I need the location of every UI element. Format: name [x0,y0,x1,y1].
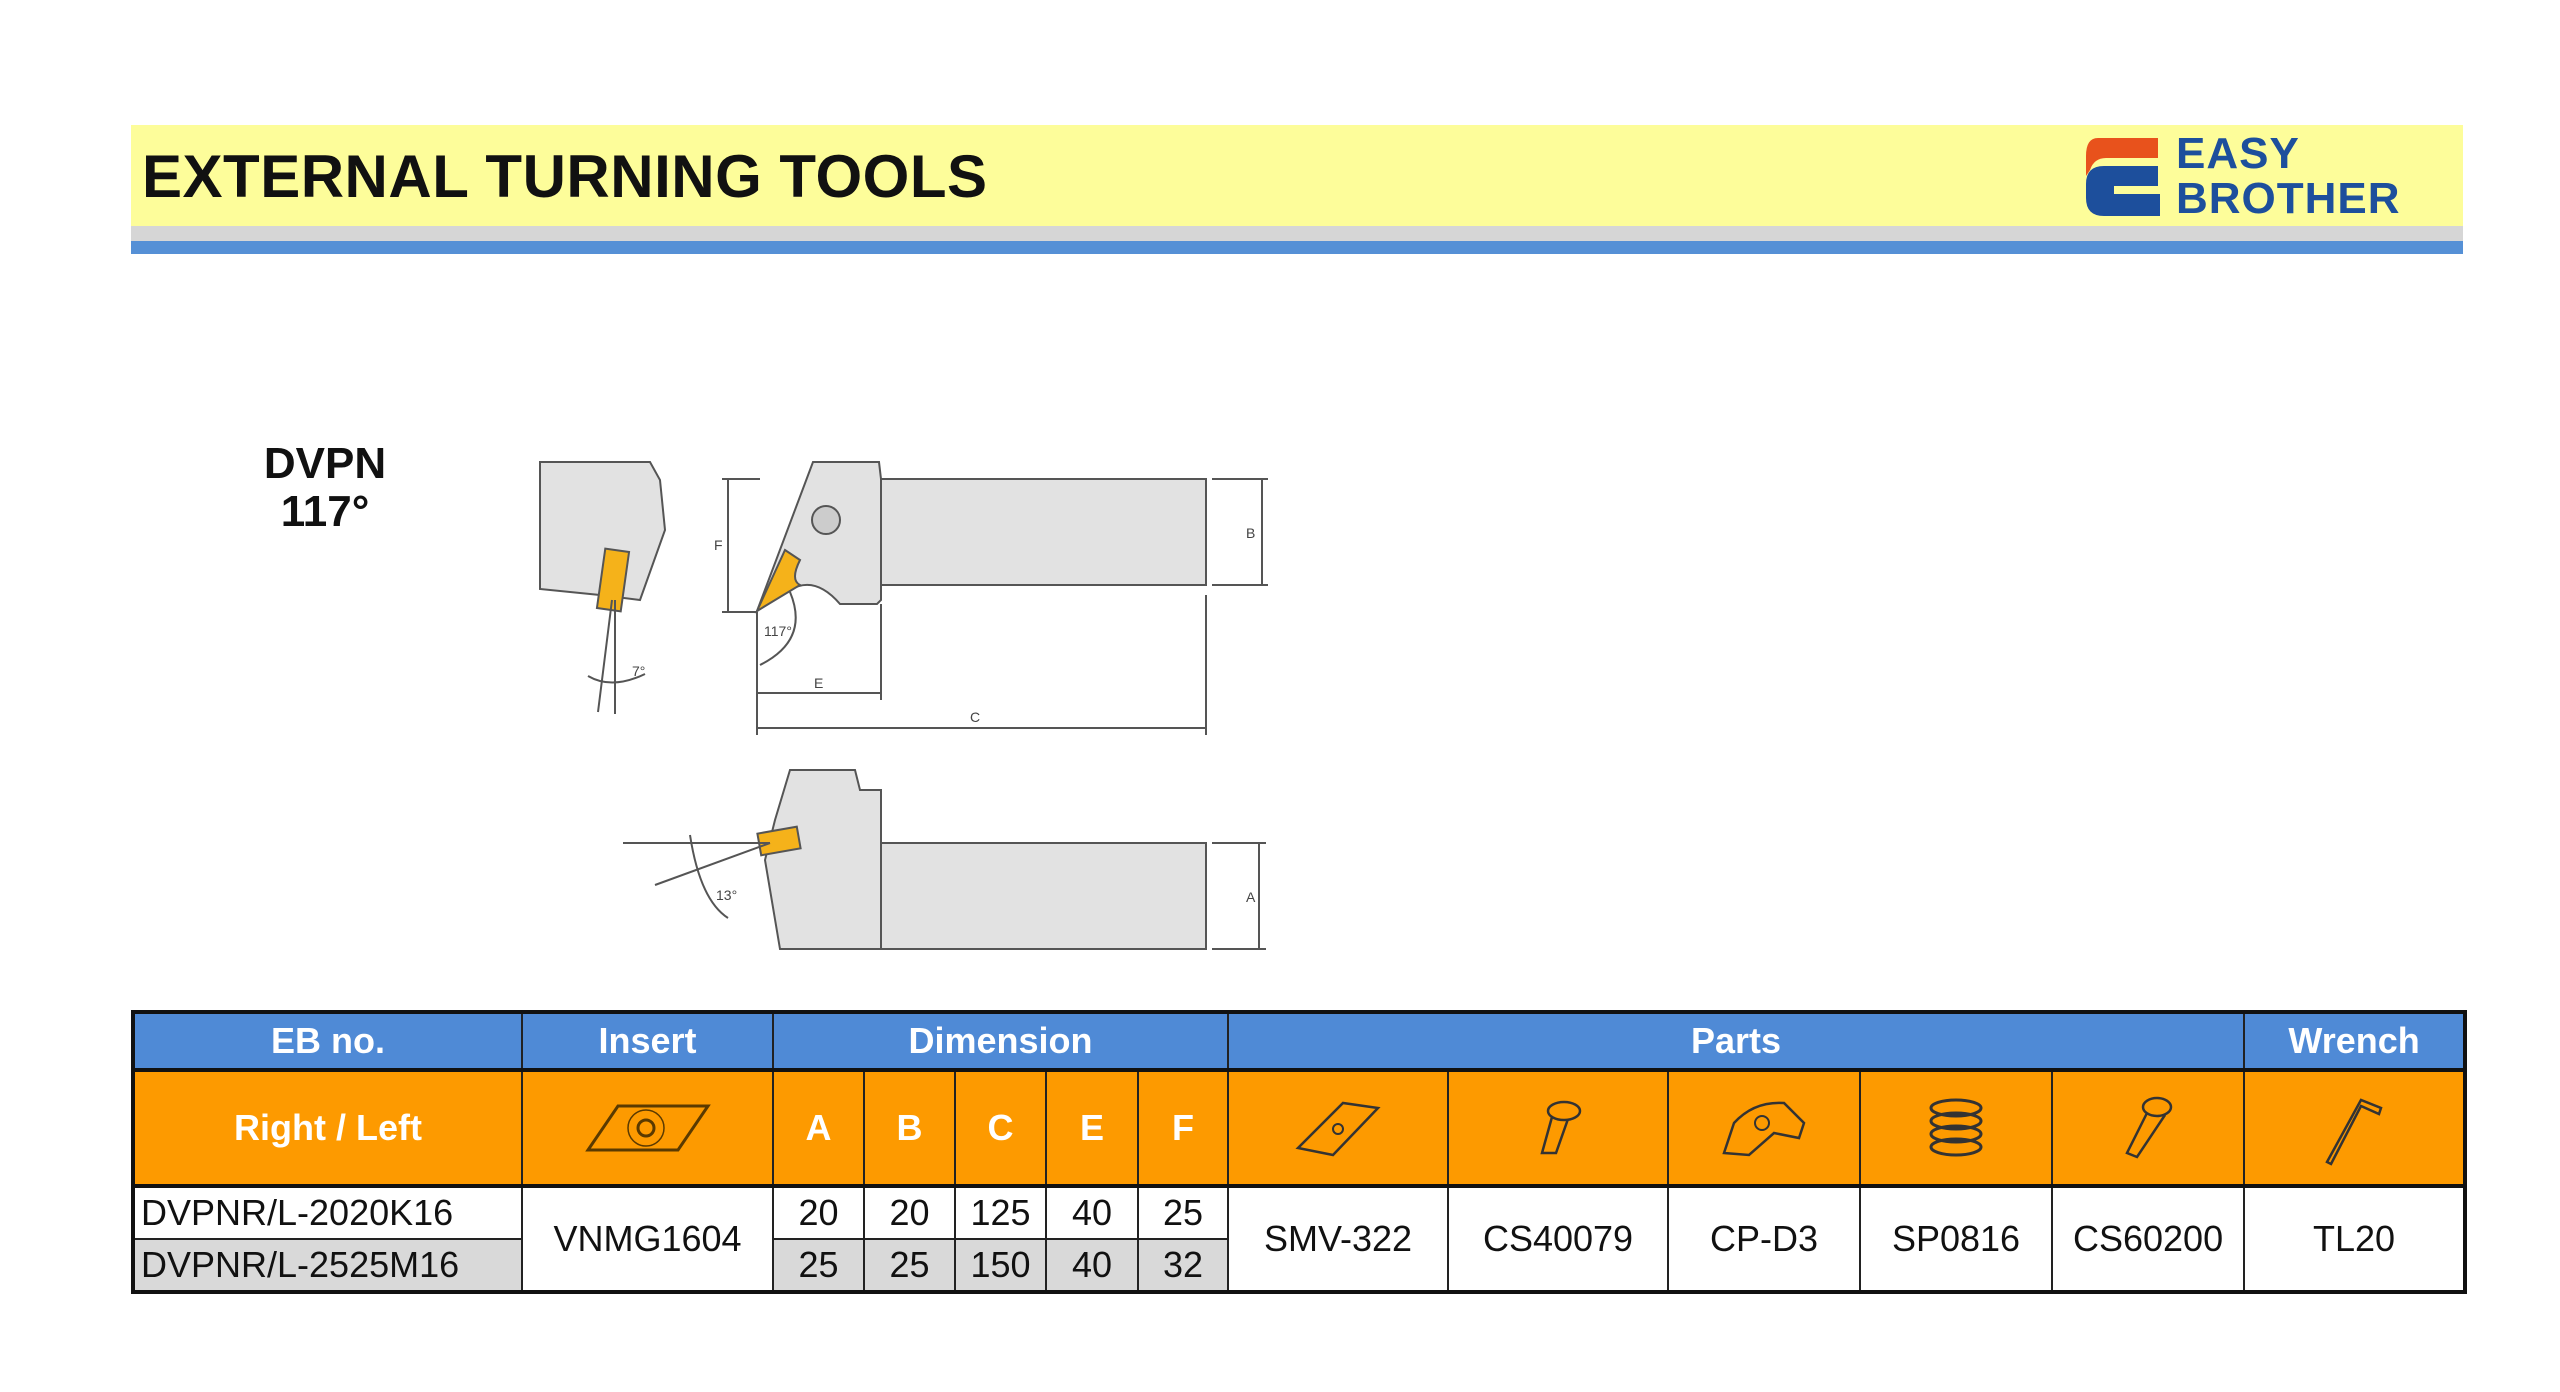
tool-drawing: 7° 117° F E C B 13° A [539,461,1268,950]
spring-icon [1859,1069,2054,1188]
clamp-icon [1667,1069,1862,1188]
angle-bottom-label: 13° [716,887,737,903]
dim-c-label: C [970,709,980,725]
dim-a-cell: 25 [772,1238,865,1293]
dim-b-label: B [1246,525,1255,541]
angle-side-label: 7° [632,663,645,679]
insert-icon [521,1069,774,1188]
dim-f-label: F [714,537,723,553]
group-header-row: EB no. Insert Dimension Parts Wrench [132,1011,2467,1072]
header-dim-e: E [1045,1069,1139,1188]
shim-icon [1227,1069,1450,1188]
eb-no-cell: DVPNR/L-2525M16 [132,1238,523,1293]
logo-line-2: BROTHER [2176,174,2401,223]
eb-no-cell: DVPNR/L-2020K16 [132,1185,523,1240]
header-divider-blue [131,241,2463,254]
part-clamp-screw-cell: CS60200 [2051,1185,2246,1293]
part-shim-cell: SMV-322 [1227,1185,1450,1293]
part-shim-screw-cell: CS40079 [1447,1185,1670,1293]
header-eb-no: EB no. [132,1011,523,1072]
bottom-view [623,769,1266,950]
dim-e-cell: 40 [1045,1185,1139,1240]
wrench-cell: TL20 [2243,1185,2467,1293]
side-view [539,461,667,714]
dim-c-cell: 125 [954,1185,1047,1240]
header-dim-a: A [772,1069,865,1188]
model-label: DVPN 117° [250,440,400,536]
dim-f-cell: 25 [1136,1185,1230,1240]
logo-line-1: EASY [2176,129,2300,178]
model-angle: 117° [280,487,370,536]
dim-e-cell: 40 [1045,1238,1139,1293]
sub-header-row: Right / Left A B C E F [132,1069,2467,1188]
page-title: EXTERNAL TURNING TOOLS [142,143,988,210]
shim-screw-icon [1447,1069,1670,1188]
header-dim-f: F [1136,1069,1230,1188]
dim-e-label: E [814,675,823,691]
header-parts: Parts [1227,1011,2246,1072]
dim-b-cell: 25 [863,1238,956,1293]
dim-a-cell: 20 [772,1185,865,1240]
header-banner [131,125,2463,226]
dim-b-cell: 20 [863,1185,956,1240]
header-dimension: Dimension [771,1011,1230,1072]
hex-key-icon [2243,1069,2467,1188]
dim-a-label: A [1246,889,1256,905]
table-row: DVPNR/L-2020K16 VNMG1604 20 20 125 40 25… [132,1185,2467,1293]
insert-cell: VNMG1604 [521,1185,774,1293]
part-spring-cell: SP0816 [1859,1185,2054,1293]
clamp-screw-icon [2051,1069,2246,1188]
header-right-left: Right / Left [132,1069,523,1188]
part-clamp-cell: CP-D3 [1667,1185,1862,1293]
header-insert: Insert [521,1011,774,1072]
model-name: DVPN [263,439,387,488]
header-divider-gray [131,226,2463,241]
table-row: DVPNR/L-2525M16 25 25 150 40 32 [132,1238,2465,1293]
header-dim-c: C [954,1069,1047,1188]
header-wrench: Wrench [2243,1011,2467,1072]
angle-main-label: 117° [764,623,792,639]
dim-c-cell: 150 [954,1238,1047,1293]
header-dim-b: B [863,1069,956,1188]
logo-e-icon [2086,138,2160,216]
easy-brother-logo: EASY BROTHER [2080,132,2460,222]
product-table: EB no. Insert Dimension Parts Wrench Rig… [131,1010,2468,1294]
top-view [722,461,1268,735]
dim-f-cell: 32 [1136,1238,1230,1293]
